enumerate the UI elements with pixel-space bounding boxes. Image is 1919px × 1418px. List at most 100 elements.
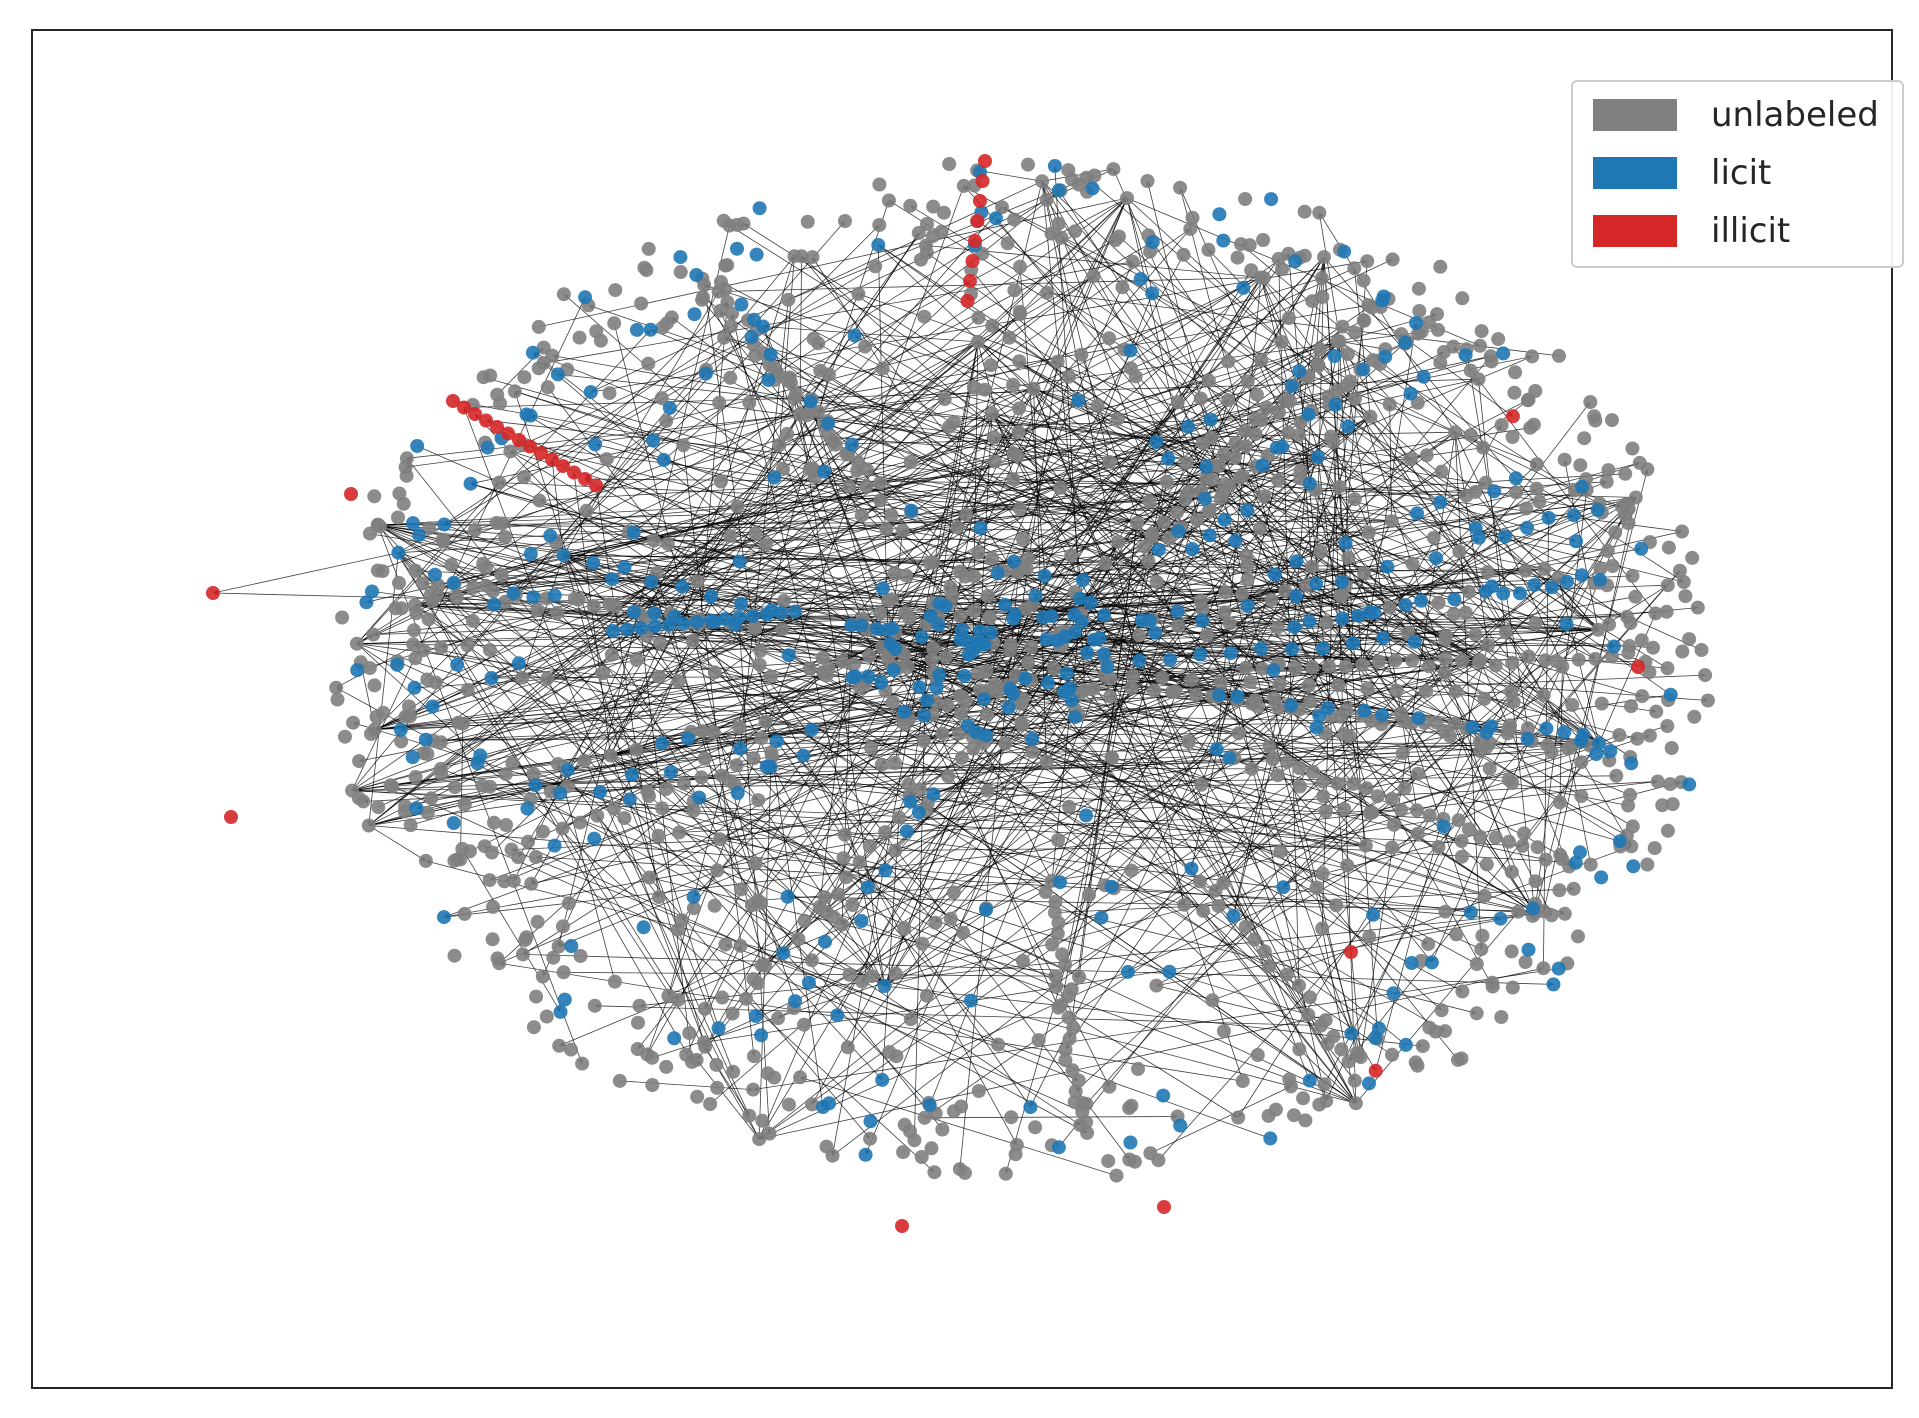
graph-node-unlabeled [763, 669, 778, 684]
graph-edge [1017, 256, 1325, 573]
graph-node-unlabeled [651, 828, 666, 843]
graph-node-unlabeled [345, 783, 360, 798]
graph-node-unlabeled [573, 949, 588, 963]
graph-node-licit [1145, 286, 1160, 301]
graph-node-unlabeled [1067, 1095, 1082, 1109]
graph-node-licit [1576, 727, 1591, 742]
graph-node-unlabeled [1473, 829, 1488, 844]
graph-node-unlabeled [1434, 1003, 1449, 1018]
graph-node-licit [1465, 720, 1480, 735]
graph-edge [668, 684, 1280, 997]
graph-node-unlabeled [1317, 1077, 1332, 1092]
graph-node-unlabeled [1050, 926, 1065, 941]
graph-node-licit [1287, 620, 1302, 635]
graph-node-unlabeled [482, 643, 497, 657]
graph-node-unlabeled [946, 885, 961, 900]
graph-node-licit [1193, 647, 1208, 662]
graph-node-unlabeled [1126, 669, 1140, 684]
graph-node-unlabeled [567, 591, 582, 606]
graph-node-unlabeled [1544, 745, 1559, 760]
graph-node-unlabeled [1201, 242, 1216, 257]
graph-node-unlabeled [805, 1097, 820, 1112]
graph-node-unlabeled [1557, 452, 1572, 467]
graph-edge [414, 604, 1708, 703]
graph-node-unlabeled [1678, 589, 1693, 604]
graph-node-unlabeled [771, 1011, 785, 1026]
graph-node-licit [854, 618, 869, 633]
graph-edge [857, 470, 1568, 584]
graph-node-unlabeled [859, 462, 874, 477]
graph-node-unlabeled [1583, 857, 1598, 872]
graph-node-unlabeled [1202, 502, 1217, 517]
graph-node-unlabeled [1474, 324, 1489, 339]
graph-node-unlabeled [490, 387, 505, 402]
graph-edge [366, 552, 399, 826]
graph-node-licit [511, 656, 526, 671]
graph-node-licit [788, 994, 803, 1009]
graph-edge [888, 657, 1565, 915]
graph-node-unlabeled [900, 659, 915, 674]
graph-node-unlabeled [958, 1165, 972, 1180]
graph-node-unlabeled [617, 811, 632, 826]
graph-edge [351, 275, 1094, 791]
graph-node-unlabeled [836, 851, 851, 866]
graph-node-unlabeled [1235, 468, 1250, 483]
graph-node-unlabeled [1281, 311, 1296, 326]
graph-node-unlabeled [607, 316, 622, 331]
graph-node-unlabeled [1312, 1097, 1327, 1112]
graph-node-unlabeled [752, 657, 767, 672]
graph-node-licit [1008, 607, 1023, 622]
graph-edge [559, 661, 1479, 1047]
graph-node-licit [870, 622, 884, 636]
graph-edge [512, 762, 1057, 987]
graph-node-unlabeled [659, 316, 674, 331]
graph-node-licit [1162, 964, 1177, 979]
graph-node-unlabeled [1071, 1073, 1086, 1088]
graph-node-unlabeled [505, 756, 520, 771]
graph-node-licit [747, 312, 761, 327]
graph-node-unlabeled [1518, 563, 1533, 578]
graph-node-licit [1228, 533, 1243, 548]
graph-node-unlabeled [875, 361, 890, 376]
graph-node-unlabeled [881, 593, 896, 608]
graph-edge [595, 443, 892, 516]
graph-node-unlabeled [1242, 238, 1257, 253]
graph-node-licit [446, 575, 461, 590]
graph-node-licit [418, 732, 433, 747]
graph-edge [799, 360, 1058, 415]
graph-node-unlabeled [599, 452, 614, 467]
graph-node-licit [667, 1031, 682, 1046]
graph-node-unlabeled [1491, 332, 1506, 347]
graph-node-licit [1404, 956, 1419, 970]
graph-node-unlabeled [1588, 651, 1603, 666]
graph-node-licit [557, 992, 572, 1007]
graph-node-unlabeled [1348, 325, 1363, 340]
graph-node-unlabeled [1282, 1072, 1297, 1087]
graph-edge [443, 724, 1511, 919]
graph-edge [374, 689, 468, 730]
graph-node-unlabeled [1640, 857, 1655, 872]
graph-node-unlabeled [1026, 381, 1041, 396]
graph-edge [463, 407, 705, 1043]
graph-node-unlabeled [1528, 874, 1543, 889]
graph-node-licit [681, 731, 695, 746]
graph-node-licit [622, 792, 637, 807]
graph-node-unlabeled [338, 729, 352, 744]
graph-node-unlabeled [941, 769, 956, 784]
graph-node-licit [1266, 663, 1281, 678]
graph-edge [720, 281, 1600, 744]
graph-node-unlabeled [966, 380, 981, 395]
graph-node-unlabeled [936, 205, 951, 220]
graph-node-unlabeled [805, 250, 820, 265]
graph-node-unlabeled [919, 988, 934, 1003]
graph-edge [970, 269, 1406, 789]
graph-node-unlabeled [1313, 544, 1328, 559]
graph-node-licit [412, 528, 427, 543]
graph-node-licit [1001, 700, 1016, 715]
graph-edge [1150, 1086, 1292, 1154]
graph-node-unlabeled [1405, 556, 1420, 571]
graph-node-unlabeled [859, 479, 874, 494]
graph-node-unlabeled [1649, 704, 1664, 719]
graph-node-licit [1328, 397, 1343, 412]
graph-node-unlabeled [903, 454, 918, 469]
